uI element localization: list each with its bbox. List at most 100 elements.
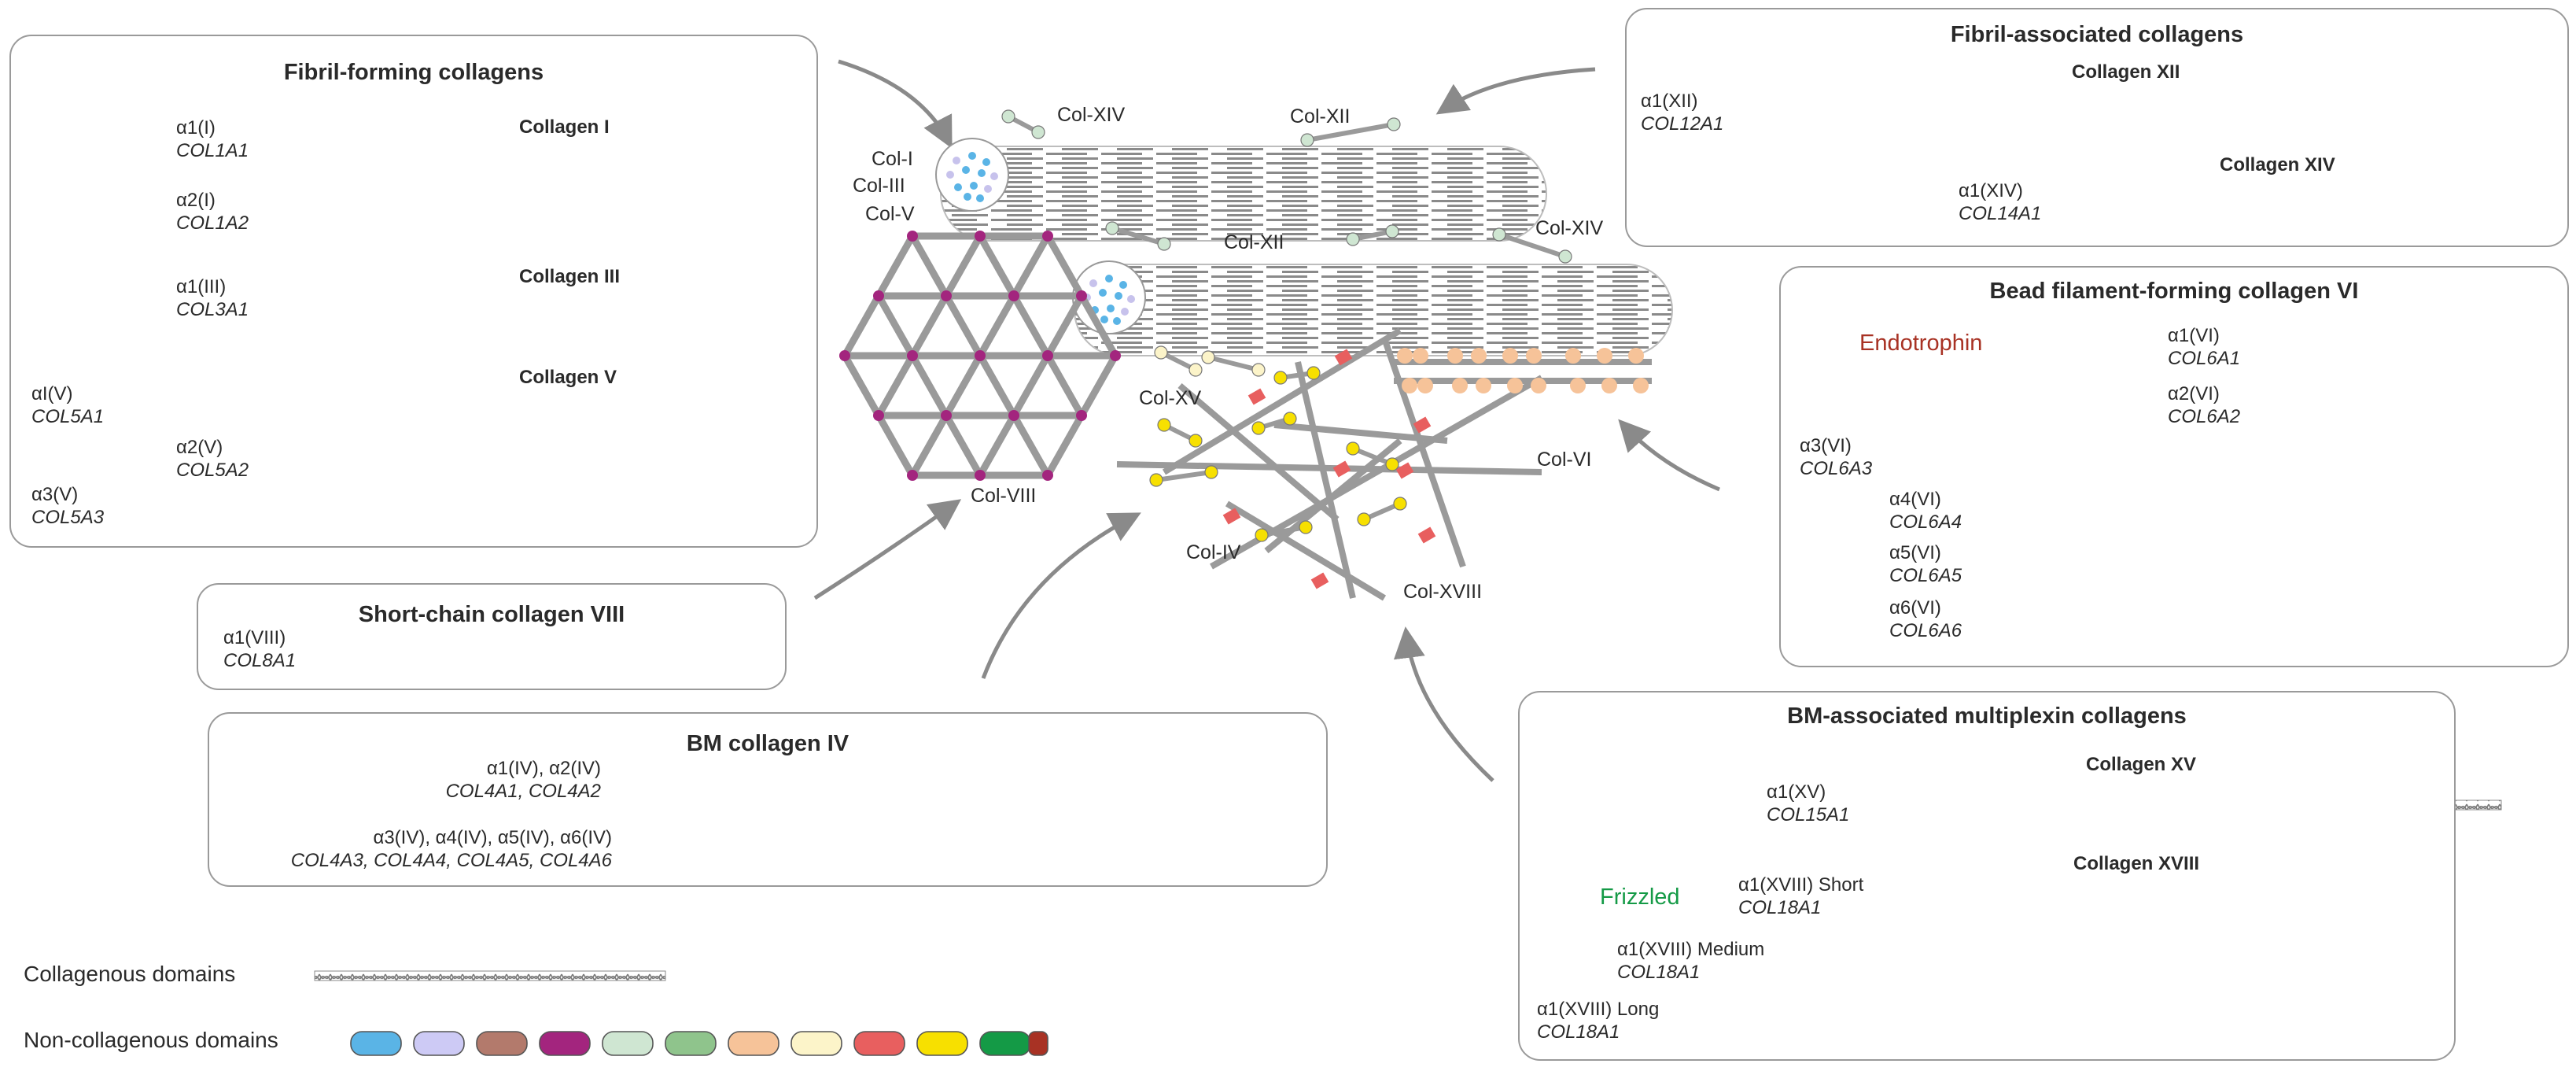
non-collagenous-domain [539, 1031, 591, 1056]
col-viii-strand [1045, 234, 1085, 298]
chain-label-col6a4: α4(VI)COL6A4 [1889, 489, 1962, 533]
col-vi-bead [1526, 348, 1542, 364]
non-collagenous-domain [350, 1031, 402, 1056]
label-col-v: Col-V [865, 203, 915, 225]
col-iv-node [1247, 388, 1266, 405]
collagen-rod-end [1149, 473, 1163, 487]
col-viii-strand [1011, 353, 1051, 418]
col-viii-strand [977, 413, 1017, 478]
col-viii-strand [1078, 294, 1118, 358]
chain-label-col6a3: α3(VI)COL6A3 [1800, 435, 1873, 479]
collagen-xviii-title: Collagen XVIII [2073, 853, 2200, 874]
col-vi-bead [1502, 348, 1518, 364]
collagen-rod-end [1251, 421, 1266, 435]
chain-label-col1a2: α2(I)COL1A2 [176, 190, 249, 234]
collagen-rod-end [1201, 350, 1215, 364]
col-vi-bead [1452, 378, 1468, 393]
collagen-rod-end [1393, 497, 1407, 511]
collagen-rod-end [1251, 363, 1266, 377]
non-collagenous-domain [790, 1031, 842, 1056]
col-viii-node [1008, 410, 1019, 421]
pointer-arrow [1618, 419, 1720, 492]
chain-label-col3a1: α1(III)COL3A1 [176, 276, 249, 320]
non-collagenous-domain [853, 1031, 905, 1056]
col-viii-strand [977, 353, 1017, 418]
collagen-rod-end [1346, 232, 1360, 246]
multiplexin-panel: BM-associated multiplexin collagens [1518, 691, 2456, 1061]
col-viii-strand [943, 353, 983, 418]
collagen-rod [1155, 470, 1212, 482]
collagen-rod [1207, 355, 1259, 372]
col-viii-node [873, 290, 884, 301]
collagen-rod-end [1385, 224, 1399, 238]
collagen-rod-end [1306, 366, 1321, 380]
label-col-xviii: Col-XVIII [1403, 581, 1483, 603]
col-iv-strand [1116, 461, 1542, 475]
fibril-monomer-dot [990, 172, 998, 180]
non-collagenous-domain [916, 1031, 968, 1056]
collagen-rod-end [1157, 237, 1171, 251]
fibril-monomer-dot [1089, 279, 1097, 287]
fibril-monomer-dot [962, 166, 970, 174]
pointer-arrow [813, 499, 962, 600]
fibril-monomer-dot [968, 152, 976, 160]
col-viii-node [1042, 231, 1053, 242]
col-viii-strand [943, 234, 983, 298]
col-vi-bead [1597, 348, 1612, 364]
col-iv-strand [1177, 382, 1340, 523]
col-viii-strand [842, 353, 882, 418]
chain-label-col6a1: α1(VI)COL6A1 [2168, 325, 2241, 369]
legend-non-collagenous-label: Non-collagenous domains [24, 1028, 278, 1052]
collagen-rod-end [1105, 221, 1119, 235]
fibril-monomer-dot [1100, 316, 1108, 323]
collagen-rod [1261, 525, 1306, 537]
panel-title: Short-chain collagen VIII [358, 602, 625, 627]
col-viii-strand [1045, 413, 1085, 478]
fibril-monomer-dot [1119, 281, 1127, 289]
col-viii-strand [977, 234, 1017, 298]
col-viii-node [1076, 290, 1087, 301]
fibril-monomer-dot [1127, 295, 1135, 303]
col-iv-node [1417, 526, 1436, 544]
frizzled-label: Frizzled [1600, 884, 1680, 910]
collagen-rod-end [1346, 441, 1360, 456]
col-iv-strand [1273, 422, 1448, 444]
pointer-arrow [838, 59, 953, 149]
chain-label-col5a3: α3(V)COL5A3 [31, 484, 105, 528]
label-col-viii: Col-VIII [971, 485, 1037, 507]
collagen-rod-end [1031, 125, 1045, 139]
col-viii-node [941, 290, 952, 301]
collagen-rod-end [1357, 512, 1371, 526]
col-vi-bead [1476, 378, 1491, 393]
col-viii-node [1042, 350, 1053, 361]
col-vi-bead [1570, 378, 1586, 393]
col-viii-strand [875, 413, 916, 478]
fibril-monomer-dot [970, 182, 978, 190]
non-collagenous-domain [476, 1031, 528, 1056]
label-col-iv: Col-IV [1186, 541, 1241, 563]
col-viii-node [975, 350, 986, 361]
panel-title: Fibril-forming collagens [283, 60, 544, 85]
collagen-rod-end [1558, 249, 1572, 264]
non-collagenous-domain [979, 1031, 1031, 1056]
col-iv-strand [1162, 327, 1402, 475]
bm-collagen-iv-panel: BM collagen IV [208, 712, 1328, 887]
col-viii-node [975, 470, 986, 481]
label-col-xiv-right: Col-XIV [1535, 217, 1604, 239]
fibril-monomer-dot [978, 169, 986, 177]
short-chain-panel: Short-chain collagen VIII [197, 583, 787, 690]
collagenous-domain [314, 970, 666, 981]
label-col-vi: Col-VI [1537, 449, 1592, 471]
collagen-rod-end [1283, 412, 1297, 426]
collagen-rod-end [1273, 371, 1288, 385]
non-collagenous-domain [413, 1031, 465, 1056]
fibril-forming-panel: Fibril-forming collagens [9, 35, 818, 548]
label-col-iii: Col-III [853, 175, 905, 197]
col-viii-strand [943, 294, 983, 358]
col-iv-strand [1225, 500, 1387, 601]
chain-label-col4a1-col4a2: α1(IV), α2(IV)COL4A1, COL4A2 [445, 758, 601, 802]
col-viii-strand [1045, 353, 1085, 418]
col-viii-strand [977, 294, 1017, 358]
fibril-monomer-dot [1105, 275, 1113, 283]
col-vi-bead [1633, 378, 1649, 393]
